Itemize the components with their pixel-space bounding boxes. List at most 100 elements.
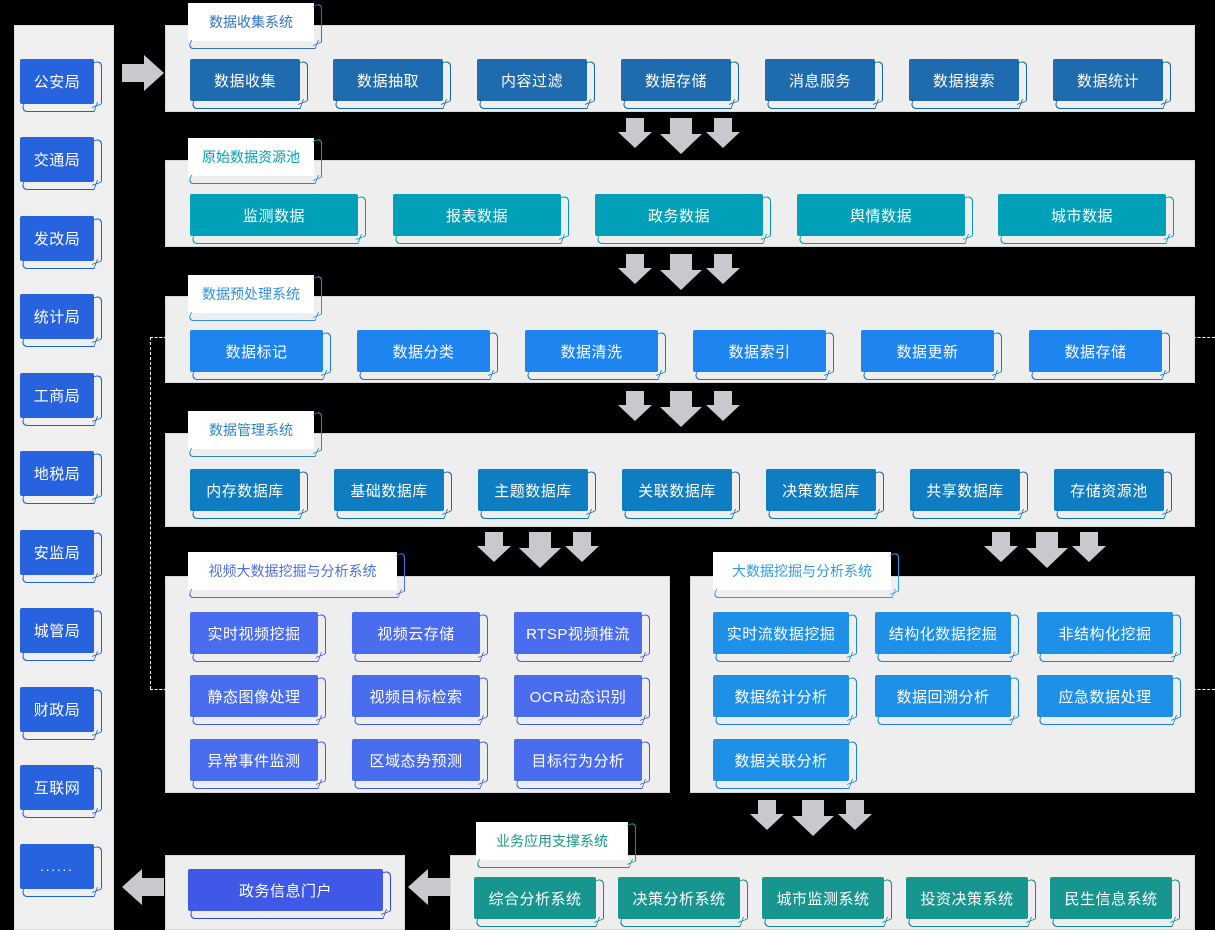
data-mining-item-5[interactable]: 应急数据处理: [1037, 675, 1173, 717]
box-label: 数据抽取: [356, 72, 419, 90]
sidebar-item-7[interactable]: 城管局: [20, 608, 94, 653]
collection-item-2[interactable]: 内容过滤: [477, 59, 587, 101]
box-label: 政务信息门户: [238, 882, 332, 900]
business-item-2[interactable]: 城市监测系统: [762, 877, 884, 919]
preprocess-item-1[interactable]: 数据分类: [357, 330, 490, 372]
management-item-0[interactable]: 内存数据库: [190, 469, 300, 511]
box-label: 实时流数据挖掘: [726, 625, 836, 643]
resource-pool-item-1[interactable]: 报表数据: [393, 194, 561, 236]
box-label: 区域态势预测: [369, 752, 463, 770]
management-item-4[interactable]: 决策数据库: [766, 469, 876, 511]
tab-resource-pool: 原始数据资源池: [188, 138, 314, 176]
tab-video-mining: 视频大数据挖掘与分析系统: [188, 552, 397, 590]
video-mining-item-1[interactable]: 视频云存储: [352, 612, 480, 654]
resource-pool-item-3[interactable]: 舆情数据: [797, 194, 965, 236]
sidebar-item-5[interactable]: 地税局: [20, 451, 94, 496]
management-item-3[interactable]: 关联数据库: [622, 469, 732, 511]
sidebar-item-9[interactable]: 互联网: [20, 765, 94, 810]
tab-preprocess: 数据预处理系统: [188, 275, 314, 313]
sidebar-item-2[interactable]: 发改局: [20, 216, 94, 261]
flow-arrow-group-4: [477, 532, 599, 568]
box-label: 目标行为分析: [531, 752, 625, 770]
flow-arrow-business-left: [408, 869, 450, 905]
box-label: 监测数据: [242, 207, 305, 225]
management-item-5[interactable]: 共享数据库: [910, 469, 1020, 511]
business-item-3[interactable]: 投资决策系统: [906, 877, 1028, 919]
data-mining-item-6[interactable]: 数据关联分析: [713, 739, 849, 781]
flow-arrow-group-6: [750, 800, 872, 836]
video-mining-item-2[interactable]: RTSP视频推流: [514, 612, 642, 654]
video-mining-item-8[interactable]: 目标行为分析: [514, 739, 642, 781]
sidebar-item-label: 工商局: [33, 388, 81, 405]
box-label: 数据收集: [213, 72, 276, 90]
box-label: 消息服务: [788, 72, 851, 90]
data-mining-item-0[interactable]: 实时流数据挖掘: [713, 612, 849, 654]
data-mining-item-4[interactable]: 数据回溯分析: [875, 675, 1011, 717]
video-mining-item-5[interactable]: OCR动态识别: [514, 675, 642, 717]
video-mining-item-0[interactable]: 实时视频挖掘: [190, 612, 318, 654]
sidebar-item-label: 发改局: [33, 231, 81, 248]
resource-pool-item-4[interactable]: 城市数据: [998, 194, 1166, 236]
flow-arrow-group-2: [618, 254, 740, 290]
box-label: 数据统计分析: [734, 688, 828, 706]
business-item-0[interactable]: 综合分析系统: [474, 877, 596, 919]
flow-arrow-group-1: [618, 118, 740, 154]
dashed-callout-top: [150, 337, 176, 338]
sidebar-item-6[interactable]: 安监局: [20, 530, 94, 575]
video-mining-item-7[interactable]: 区域态势预测: [352, 739, 480, 781]
collection-item-5[interactable]: 数据搜索: [909, 59, 1019, 101]
sidebar-item-3[interactable]: 统计局: [20, 294, 94, 339]
data-mining-item-2[interactable]: 非结构化挖掘: [1037, 612, 1173, 654]
sidebar-item-4[interactable]: 工商局: [20, 373, 94, 418]
tab-management: 数据管理系统: [188, 411, 314, 449]
box-label: 舆情数据: [849, 207, 912, 225]
sidebar-item-label: 交通局: [33, 152, 81, 169]
sidebar-item-8[interactable]: 财政局: [20, 687, 94, 732]
video-mining-item-6[interactable]: 异常事件监测: [190, 739, 318, 781]
video-mining-item-3[interactable]: 静态图像处理: [190, 675, 318, 717]
collection-item-1[interactable]: 数据抽取: [333, 59, 443, 101]
preprocess-item-3[interactable]: 数据索引: [693, 330, 826, 372]
management-item-2[interactable]: 主题数据库: [478, 469, 588, 511]
data-mining-item-3[interactable]: 数据统计分析: [713, 675, 849, 717]
box-label: 实时视频挖掘: [207, 625, 301, 643]
box-label: 静态图像处理: [207, 688, 301, 706]
sidebar-item-10[interactable]: ......: [20, 844, 94, 889]
preprocess-item-5[interactable]: 数据存储: [1029, 330, 1162, 372]
box-label: 数据回溯分析: [896, 688, 990, 706]
flow-arrow-portal-left: [122, 869, 164, 905]
resource-pool-item-0[interactable]: 监测数据: [190, 194, 358, 236]
box-label: 数据搜索: [932, 72, 995, 90]
data-mining-item-1[interactable]: 结构化数据挖掘: [875, 612, 1011, 654]
preprocess-item-0[interactable]: 数据标记: [190, 330, 323, 372]
box-label: 主题数据库: [494, 482, 572, 500]
box-label: 内存数据库: [206, 482, 284, 500]
business-item-4[interactable]: 民生信息系统: [1050, 877, 1172, 919]
collection-item-0[interactable]: 数据收集: [190, 59, 300, 101]
sidebar-item-1[interactable]: 交通局: [20, 137, 94, 182]
tab-data-mining: 大数据挖掘与分析系统: [713, 552, 891, 590]
management-item-6[interactable]: 存储资源池: [1054, 469, 1164, 511]
collection-item-3[interactable]: 数据存储: [621, 59, 731, 101]
preprocess-item-2[interactable]: 数据清洗: [525, 330, 658, 372]
resource-pool-item-2[interactable]: 政务数据: [595, 194, 763, 236]
management-item-1[interactable]: 基础数据库: [334, 469, 444, 511]
box-label: 城市监测系统: [776, 890, 870, 908]
box-label: 非结构化挖掘: [1058, 625, 1152, 643]
collection-item-6[interactable]: 数据统计: [1053, 59, 1163, 101]
sidebar-item-0[interactable]: 公安局: [20, 59, 94, 104]
box-label: 关联数据库: [638, 482, 716, 500]
preprocess-item-4[interactable]: 数据更新: [861, 330, 994, 372]
box-label: 数据标记: [225, 343, 288, 361]
portal-item-0[interactable]: 政务信息门户: [188, 869, 383, 911]
sidebar-item-label: 财政局: [33, 702, 81, 719]
tab-business: 业务应用支撑系统: [476, 822, 628, 860]
business-item-1[interactable]: 决策分析系统: [618, 877, 740, 919]
collection-item-4[interactable]: 消息服务: [765, 59, 875, 101]
box-label: 数据关联分析: [734, 752, 828, 770]
panel-preprocess: [165, 296, 1195, 383]
tab-collection: 数据收集系统: [188, 3, 314, 41]
box-label: 内容过滤: [500, 72, 563, 90]
box-label: 综合分析系统: [488, 890, 582, 908]
video-mining-item-4[interactable]: 视频目标检索: [352, 675, 480, 717]
